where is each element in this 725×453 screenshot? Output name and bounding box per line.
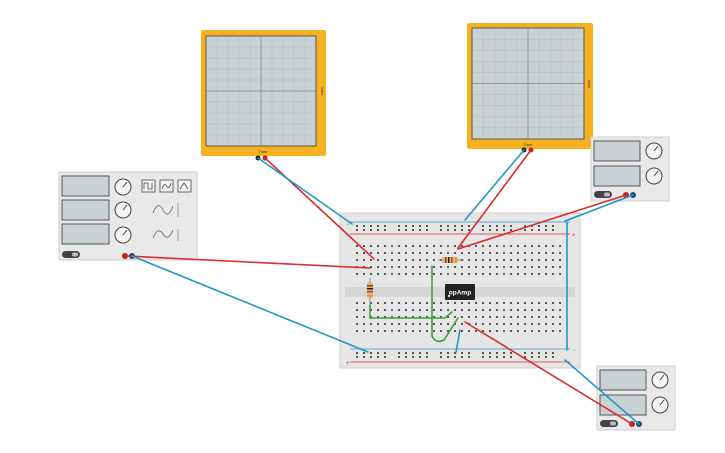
opamp-chip[interactable]: opAmp xyxy=(445,284,475,300)
function-generator-amplitude-display xyxy=(61,199,110,221)
oscilloscope-right[interactable]: Time Volts xyxy=(467,23,593,153)
wire-scope-left-ground[interactable] xyxy=(257,157,353,225)
rail-minus-label-bottom: − xyxy=(572,348,576,354)
waveform-amplitude-symbol xyxy=(152,205,174,215)
function-generator-frequency-display xyxy=(61,175,110,197)
wire-scope-right-ground[interactable] xyxy=(464,149,525,221)
oscilloscope-right-volts-label: Volts xyxy=(587,80,592,89)
sine-wave-button[interactable] xyxy=(177,179,192,193)
function-generator[interactable] xyxy=(58,171,198,261)
rail-plus-label-right: + xyxy=(572,233,576,239)
wire-scope-left-probe[interactable] xyxy=(264,157,375,260)
oscilloscope-left-grid xyxy=(206,36,316,146)
power-supply-bottom-current-display xyxy=(599,394,647,416)
wire-feedback-green[interactable] xyxy=(369,304,453,319)
sine-wave-icon xyxy=(179,182,189,190)
wire-ps-top-negative[interactable] xyxy=(564,194,634,222)
oscilloscope-left-time-label: Time xyxy=(259,149,269,154)
wire-fg-positive[interactable] xyxy=(124,255,371,269)
oscilloscope-right-time-label: Time xyxy=(524,142,534,147)
wire-ps-bottom-positive[interactable] xyxy=(464,321,633,425)
function-generator-offset-display xyxy=(61,223,110,245)
power-supply-bottom-voltage-display xyxy=(599,369,647,391)
oscilloscope-left-volts-label: Volts xyxy=(320,87,325,96)
rail-plus-label: + xyxy=(346,233,350,239)
square-wave-icon xyxy=(143,182,153,190)
wire-output-green[interactable] xyxy=(431,265,459,343)
wire-opamp-ground[interactable] xyxy=(455,329,461,353)
resistor-vertical[interactable] xyxy=(367,278,373,305)
power-supply-top-voltage-display xyxy=(593,140,641,162)
wire-fg-ground[interactable] xyxy=(131,255,369,353)
waveform-offset-symbol xyxy=(152,229,174,239)
opamp-label: opAmp xyxy=(449,290,471,297)
wires[interactable] xyxy=(124,149,640,425)
power-supply-top[interactable] xyxy=(590,136,670,202)
oscilloscope-left[interactable]: Time Volts xyxy=(201,30,326,161)
power-supply-top-current-display xyxy=(593,165,641,187)
oscilloscope-right-grid xyxy=(472,28,584,139)
resistor-horizontal[interactable] xyxy=(438,257,464,263)
wire-ps-bottom-negative[interactable] xyxy=(564,359,640,425)
triangle-wave-icon xyxy=(161,182,172,190)
wire-ps-top-positive[interactable] xyxy=(457,194,627,250)
wire-scope-right-probe[interactable] xyxy=(457,149,532,249)
rail-minus-label: − xyxy=(346,222,350,228)
rail-plus-label-bottom: + xyxy=(346,361,350,367)
breadboard-holes[interactable] xyxy=(356,225,561,358)
